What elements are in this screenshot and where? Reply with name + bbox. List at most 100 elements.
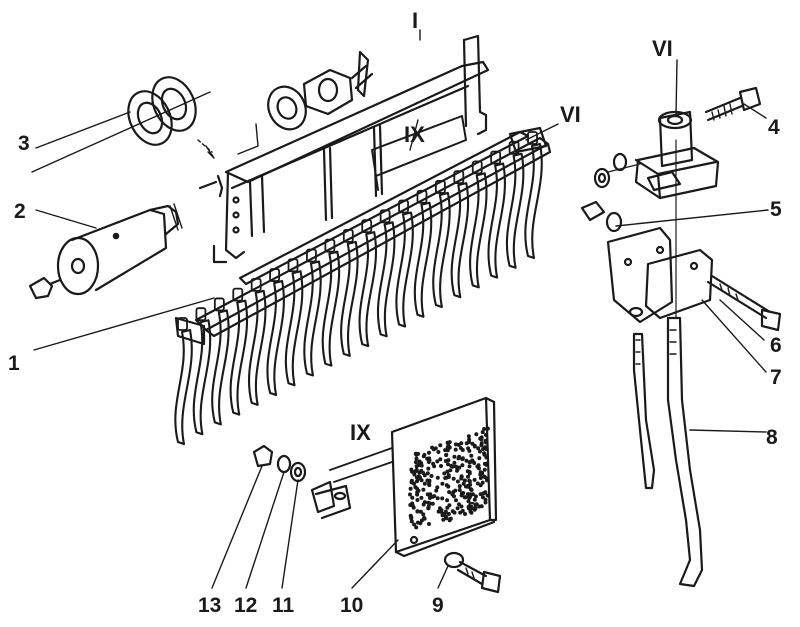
stipple-dot bbox=[451, 476, 456, 481]
label-12: 12 bbox=[234, 594, 257, 617]
top-frame bbox=[198, 34, 490, 264]
stipple-dot bbox=[459, 441, 464, 446]
spring-tine bbox=[432, 191, 451, 308]
stipple-dot bbox=[435, 485, 440, 490]
stipple-dot bbox=[426, 504, 431, 509]
stipple-dot bbox=[456, 442, 461, 447]
spring-tine bbox=[358, 231, 378, 348]
callout-labels: I VI VI IX IX 1 2 3 4 5 6 7 8 9 10 11 12… bbox=[8, 8, 782, 617]
spring-tine bbox=[229, 299, 249, 416]
label-7: 7 bbox=[770, 366, 782, 389]
stipple-dot bbox=[427, 521, 432, 526]
stipple-dot bbox=[413, 460, 418, 465]
tine-clamps bbox=[177, 131, 538, 331]
stipple-dot bbox=[412, 522, 417, 527]
stipple-dot bbox=[472, 477, 477, 482]
spring-tine bbox=[211, 309, 230, 426]
stipple-dot bbox=[421, 470, 426, 475]
stipple-dot bbox=[463, 511, 468, 516]
stipple-dot bbox=[466, 474, 471, 479]
stipple-dot bbox=[418, 521, 423, 526]
stipple-dot bbox=[477, 449, 482, 454]
stipple-dot bbox=[477, 456, 482, 461]
stipple-dot bbox=[441, 511, 446, 516]
stipple-dot bbox=[459, 493, 464, 498]
stipple-dot bbox=[474, 502, 479, 507]
stipple-dot bbox=[448, 516, 453, 521]
spring-tine bbox=[469, 172, 488, 289]
stipple-dot bbox=[466, 434, 471, 439]
tine-clamp bbox=[269, 268, 281, 282]
stipple-dot bbox=[467, 440, 472, 445]
stipple-dot bbox=[468, 494, 473, 499]
stipple-dot bbox=[443, 448, 448, 453]
tine-clamp bbox=[416, 189, 428, 204]
stipple-dot bbox=[476, 446, 481, 451]
stipple-dot bbox=[466, 484, 471, 489]
stipple-dot bbox=[483, 497, 488, 502]
stipple-dot bbox=[422, 500, 427, 505]
stipple-dot bbox=[466, 499, 471, 504]
stipple-dot bbox=[409, 519, 414, 524]
stipple-dot bbox=[485, 493, 490, 498]
top-nut-set bbox=[237, 50, 374, 155]
stipple-dot bbox=[480, 480, 485, 485]
spring-tine bbox=[174, 328, 193, 446]
spring-tine bbox=[505, 152, 525, 269]
stipple-dot bbox=[408, 492, 413, 497]
label-1: 1 bbox=[8, 352, 20, 375]
stipple-dot bbox=[435, 496, 440, 501]
label-4: 4 bbox=[768, 116, 780, 139]
stipple-dot bbox=[417, 459, 422, 464]
stipple-dot bbox=[427, 483, 432, 488]
stipple-dot bbox=[455, 506, 460, 511]
stipple-dot bbox=[415, 498, 420, 503]
stipple-dot bbox=[445, 448, 450, 453]
stipple-dot bbox=[483, 432, 488, 437]
stipple-dot bbox=[478, 492, 483, 497]
stipple-dot bbox=[445, 440, 450, 445]
tine-clamp bbox=[213, 297, 225, 312]
stipple-dot bbox=[484, 478, 489, 483]
stipple-dot bbox=[444, 452, 449, 457]
stipple-dot bbox=[478, 476, 483, 481]
stipple-dot bbox=[482, 474, 487, 479]
stipple-dot bbox=[457, 465, 462, 470]
stipple-dot bbox=[438, 443, 443, 448]
tine-clamp bbox=[306, 248, 317, 263]
stipple-dot bbox=[446, 462, 451, 467]
tine-clamp bbox=[361, 219, 373, 234]
stipple-dot bbox=[435, 459, 440, 464]
stipple-dot bbox=[441, 517, 446, 522]
stipple-dot bbox=[479, 504, 484, 509]
stipple-dot bbox=[427, 480, 432, 485]
label-13: 13 bbox=[198, 594, 221, 617]
stipple-dot bbox=[455, 479, 460, 484]
tine-clamp bbox=[490, 150, 502, 165]
stipple-dot bbox=[467, 464, 472, 469]
stipple-dot bbox=[410, 503, 415, 508]
stipple-dot bbox=[429, 474, 434, 479]
stipple-dot bbox=[463, 495, 468, 500]
label-3: 3 bbox=[18, 132, 30, 155]
label-11: 11 bbox=[272, 594, 295, 617]
spring-tine bbox=[321, 250, 341, 367]
stipple-dot bbox=[470, 459, 475, 464]
tine-clamp bbox=[434, 180, 446, 194]
stipple-dot bbox=[444, 516, 449, 521]
stipple-dot bbox=[428, 492, 433, 497]
spring-tine bbox=[450, 182, 470, 299]
stipple-dot bbox=[410, 495, 415, 500]
stipple-dot bbox=[422, 481, 427, 486]
stipple-dot bbox=[460, 448, 465, 453]
stipple-dot bbox=[414, 525, 419, 530]
stipple-dot bbox=[412, 481, 417, 486]
stipple-dot bbox=[419, 478, 424, 483]
stipple-dot bbox=[422, 452, 427, 457]
stipple-dot bbox=[462, 478, 467, 483]
stipple-dot bbox=[425, 456, 430, 461]
stipple-dot bbox=[460, 463, 465, 468]
stipple-dot bbox=[421, 512, 426, 517]
stipple-dot bbox=[454, 498, 459, 503]
stipple-dot bbox=[482, 427, 487, 432]
